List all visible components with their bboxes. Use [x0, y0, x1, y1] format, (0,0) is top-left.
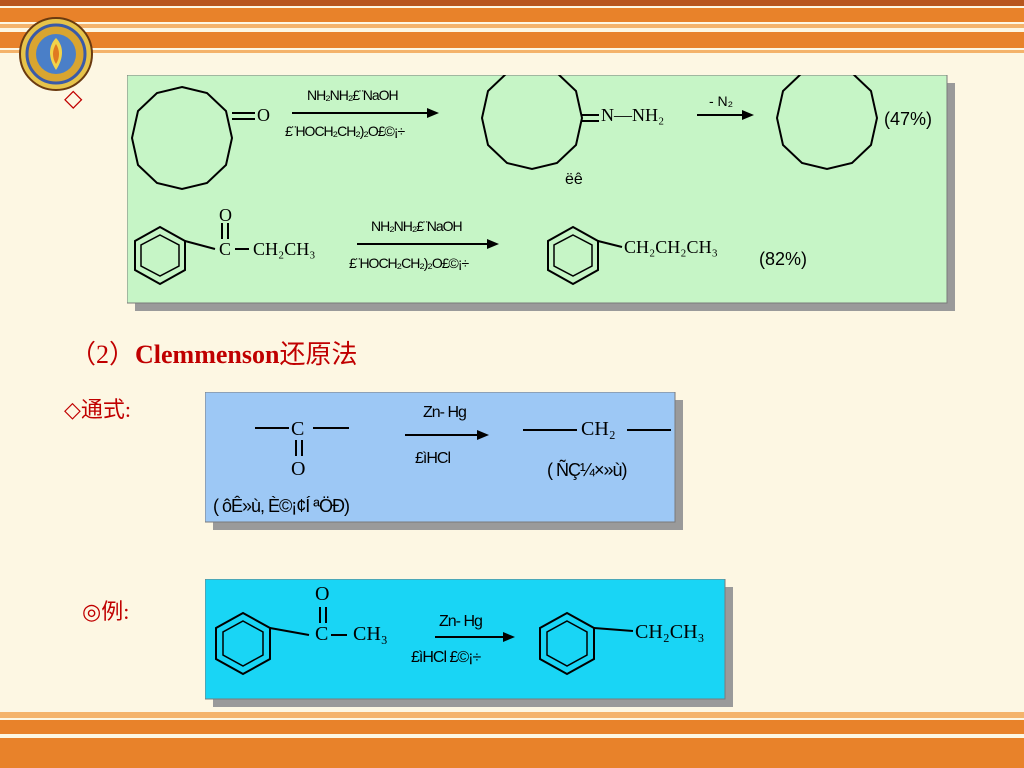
clemmenson-example-panel: O C CH₃ Zn- Hg £ìHCl £©¡÷ CH₂CH₃: [205, 579, 733, 707]
r1-yield: (47%): [884, 109, 933, 129]
top-stripe-light-2: [0, 50, 1024, 53]
heading-number: （2）: [70, 340, 136, 369]
r2-product-chain: CH₂CH₂CH₃: [624, 237, 718, 257]
r2-reagent-top: NH₂NH₂£¨NaOH: [371, 218, 463, 234]
r2-c: C: [219, 239, 232, 259]
example-reagent-bottom: £ìHCl £©¡÷: [411, 649, 481, 666]
example-ch3: CH₃: [353, 623, 388, 645]
example-product-chain: CH₂CH₃: [635, 621, 705, 643]
r2-o: O: [219, 205, 232, 225]
cyclononane-ring: [775, 75, 879, 171]
general-reagent-top: Zn- Hg: [423, 404, 467, 421]
r1-hydrazone-label: N—NH₂: [601, 105, 665, 125]
r2-reagent-bottom: £¨HOCH₂CH₂)₂O£©¡÷: [349, 255, 469, 271]
panel3-graphics: [205, 579, 733, 707]
general-product: CH₂: [581, 418, 616, 440]
r1-reagent-bottom: £¨HOCH₂CH₂)₂O£©¡÷: [285, 123, 405, 139]
r1-step2-reagent: - N₂: [709, 93, 734, 109]
r1-reagent-top: NH₂NH₂£¨NaOH: [307, 87, 399, 103]
top-stripe-orange: [0, 8, 1024, 22]
hydrazone-ring: [480, 75, 584, 171]
bottom-stripe-light: [0, 712, 1024, 718]
top-stripe-light: [0, 24, 1024, 28]
bottom-stripe-dark: [0, 738, 1024, 768]
heading-suffix: 还原法: [279, 340, 358, 369]
section-heading: （2）Clemmenson还原法: [70, 334, 357, 371]
r1-intermediate-note: ëê: [565, 171, 583, 188]
example-c: C: [315, 623, 329, 645]
r2-yield: (82%): [759, 249, 808, 269]
example-o: O: [315, 583, 330, 605]
wolff-kishner-panel: O NH₂NH₂£¨NaOH £¨HOCH₂CH₂)₂O£©¡÷ N—NH₂ ë…: [127, 75, 955, 311]
general-formula-label: ◇通式:: [64, 397, 132, 422]
example-label: ◎例:: [82, 599, 130, 624]
general-reagent-bottom: £ìHCl: [415, 450, 451, 467]
bullet-top: ◇: [64, 86, 83, 112]
cyclononanone-ring: [130, 85, 234, 191]
general-o: O: [291, 458, 306, 480]
university-logo: [19, 17, 93, 91]
general-c: C: [291, 418, 305, 440]
clemmenson-general-panel: C O Zn- Hg £ìHCl CH₂ ( ÑÇ¼×»ù) ( ôÊ»ù, È…: [205, 392, 683, 530]
general-product-note: ( ÑÇ¼×»ù): [547, 460, 628, 480]
r1-carbonyl-o: O: [257, 105, 270, 125]
general-substrate-note: ( ôÊ»ù, È©¡¢Í ªÖÐ): [213, 496, 350, 516]
heading-name: Clemmenson: [135, 340, 280, 369]
top-stripe-dark: [0, 0, 1024, 6]
panel2-graphics: [205, 392, 683, 530]
r2-chain: CH₂CH₃: [253, 239, 316, 259]
bottom-stripe-orange: [0, 720, 1024, 734]
top-stripe-orange-2: [0, 32, 1024, 48]
example-reagent-top: Zn- Hg: [439, 613, 483, 630]
panel1-graphics: [127, 75, 955, 311]
